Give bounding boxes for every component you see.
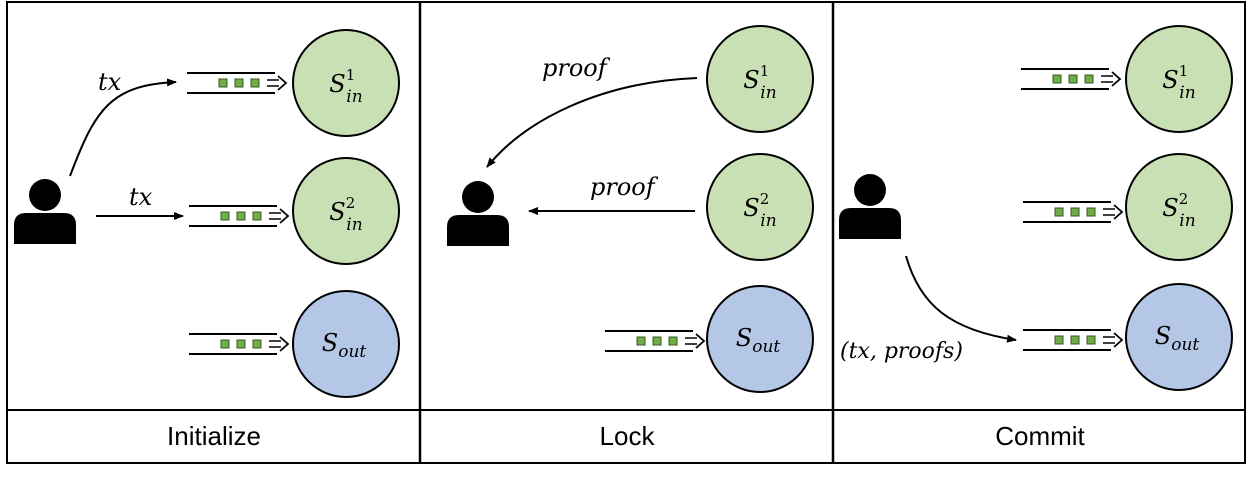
- shard-sub: out: [752, 337, 780, 357]
- panel-title: Commit: [995, 421, 1085, 451]
- tx-edge-arrow: [69, 78, 177, 177]
- queue-icon: [1020, 68, 1121, 90]
- shard-base: S: [329, 70, 345, 98]
- outer-frame: [6, 1, 1246, 464]
- queue-icon: [1022, 329, 1123, 351]
- shard-base: S: [736, 324, 752, 352]
- shard-sup: 2: [1179, 190, 1189, 208]
- panel-title: Initialize: [167, 421, 261, 451]
- svg-text:Sout: Sout: [322, 329, 367, 362]
- shard-out: Sout: [292, 290, 400, 398]
- shard-base: S: [743, 66, 759, 94]
- shard-sub: out: [338, 342, 366, 362]
- shard-sup: 1: [1179, 62, 1189, 80]
- proof-edge-arrow: [486, 77, 698, 168]
- queue-icon: [604, 330, 705, 352]
- shard-in-2: S2 in: [1125, 153, 1233, 261]
- user-icon: [839, 174, 901, 239]
- user-icon: [14, 179, 76, 244]
- shard-in-1: S1 in: [1125, 25, 1233, 133]
- shard-base: S: [329, 198, 345, 226]
- shard-in-2: S2 in: [706, 153, 814, 261]
- shard-in-1: S1 in: [292, 29, 400, 137]
- shard-base: S: [1155, 322, 1171, 350]
- shard-sub: in: [346, 87, 362, 107]
- user-icon: [447, 181, 509, 246]
- svg-text:Sout: Sout: [736, 324, 781, 357]
- shard-in-2: S2 in: [292, 157, 400, 265]
- tx-proofs-edge-label: (tx, proofs): [840, 339, 963, 364]
- shard-sub: out: [1171, 335, 1199, 355]
- proof-edge-label: proof: [542, 54, 611, 82]
- queue-icon: [1022, 201, 1123, 223]
- shard-sub: in: [1179, 83, 1195, 103]
- shard-base: S: [1162, 194, 1178, 222]
- proof-edge-label: proof: [590, 173, 659, 201]
- shard-out: Sout: [1125, 283, 1233, 391]
- shard-base: S: [322, 329, 338, 357]
- queue-icon: [188, 333, 289, 355]
- shard-sup: 2: [760, 190, 770, 208]
- shard-sup: 1: [760, 62, 770, 80]
- shard-sup: 2: [346, 194, 356, 212]
- panel-title: Lock: [600, 421, 656, 451]
- shard-sub: in: [760, 83, 776, 103]
- svg-text:Sout: Sout: [1155, 322, 1200, 355]
- shard-sub: in: [760, 211, 776, 231]
- shard-base: S: [1162, 66, 1178, 94]
- shard-sub: in: [1179, 211, 1195, 231]
- shard-sup: 1: [346, 66, 356, 84]
- tx-edge-label: tx: [98, 68, 122, 96]
- shard-out: Sout: [706, 285, 814, 393]
- queue-icon: [186, 72, 287, 94]
- queue-icon: [188, 205, 289, 227]
- tx-proofs-edge-arrow: [905, 255, 1017, 343]
- shard-base: S: [743, 194, 759, 222]
- tx-edge-label: tx: [129, 183, 153, 211]
- shard-in-1: S1 in: [706, 25, 814, 133]
- shard-sub: in: [346, 215, 362, 235]
